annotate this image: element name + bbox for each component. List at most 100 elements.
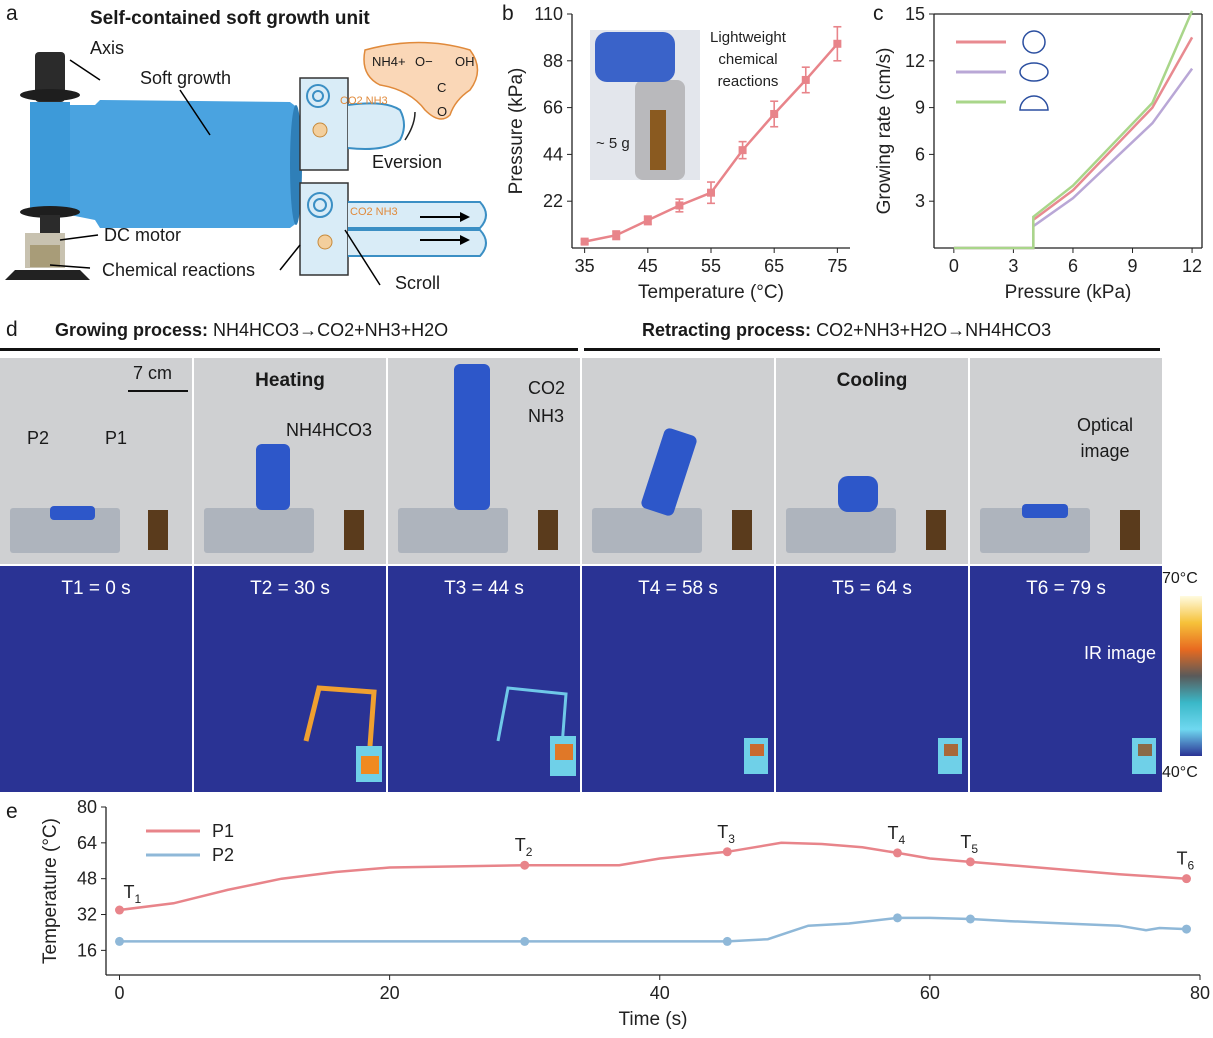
cross-section-half-circle-icon xyxy=(1019,95,1049,111)
label-nh3: NH3 xyxy=(528,406,565,426)
y-tick-label: 16 xyxy=(77,940,97,960)
time-marker-dot xyxy=(722,936,732,946)
label-p2: P2 xyxy=(27,428,50,448)
y-tick-label: 64 xyxy=(77,833,97,853)
soft-growth-tube xyxy=(70,100,298,228)
axis-shaft xyxy=(40,215,60,233)
scroll-spiral xyxy=(307,192,333,218)
label-eversion: Eversion xyxy=(372,152,443,172)
label-o: O xyxy=(437,104,448,119)
ir-time-label: T1 = 0 s xyxy=(61,578,131,599)
label-chemical-reactions: Chemical reactions xyxy=(102,260,256,280)
time-marker-dot xyxy=(115,905,125,915)
collapsed-tube xyxy=(838,476,878,512)
reaction-vial xyxy=(30,245,60,267)
x-tick-label: 35 xyxy=(575,256,595,276)
photo-frame-5: Cooling xyxy=(776,358,968,564)
inset-mass-label: ~ 5 g xyxy=(596,135,630,152)
x-axis-title: Time (s) xyxy=(619,1009,688,1030)
ir-time-label: T6 = 79 s xyxy=(1026,578,1106,599)
temperature-series-line-p2 xyxy=(119,916,1187,943)
growing-tube-short xyxy=(256,444,290,510)
scroll-membrane-bottom xyxy=(348,229,487,257)
chemical-structure-bubble xyxy=(363,41,479,120)
time-marker-label: T4 xyxy=(887,823,905,847)
axis-flange-top xyxy=(20,89,80,101)
motor-leader xyxy=(59,234,99,241)
tube-end xyxy=(290,105,302,225)
eversion-membrane xyxy=(347,102,405,150)
heating-label: Heating xyxy=(255,370,325,391)
eversion-reagent xyxy=(312,122,328,138)
spool xyxy=(30,102,70,212)
time-marker-dot xyxy=(1181,924,1191,934)
y-axis-title: Temperature (°C) xyxy=(40,818,61,964)
ir-frame-1: T1 = 0 s xyxy=(0,566,192,792)
photo-frame-1: 7 cm P2 P1 xyxy=(0,358,192,564)
ir-heat-trace xyxy=(496,686,576,776)
reactions-leader xyxy=(49,264,91,269)
label-scroll: Scroll xyxy=(395,273,441,293)
time-marker-dot xyxy=(892,848,902,858)
x-axis-title: Temperature (°C) xyxy=(638,282,784,303)
x-tick-label: 20 xyxy=(380,983,400,1003)
label-axis: Axis xyxy=(90,38,125,58)
x-tick-label: 55 xyxy=(701,256,721,276)
growing-process-header: Growing process: NH4HCO3→CO2+NH3+H2O xyxy=(55,320,448,341)
x-tick-label: 80 xyxy=(1190,983,1210,1003)
y-axis-title: Growing rate (cm/s) xyxy=(874,48,895,215)
growing-divider xyxy=(0,348,578,351)
folded-tube xyxy=(50,506,95,520)
x-axis-title: Pressure (kPa) xyxy=(1005,282,1132,303)
ir-heat-trace xyxy=(744,738,768,774)
label-c: C xyxy=(437,80,447,95)
ir-time-label: T2 = 30 s xyxy=(250,578,330,599)
data-point xyxy=(738,146,747,155)
time-marker-dot xyxy=(1181,874,1191,884)
ir-image-label: IR image xyxy=(1083,643,1157,663)
x-tick-label: 6 xyxy=(1068,256,1078,276)
x-tick-label: 65 xyxy=(764,256,784,276)
scale-bar xyxy=(128,390,188,392)
axis-leader xyxy=(69,59,101,81)
x-tick-label: 75 xyxy=(827,256,847,276)
x-tick-label: 60 xyxy=(920,983,940,1003)
data-point xyxy=(675,201,684,210)
y-tick-label: 80 xyxy=(77,797,97,817)
cooling-label: Cooling xyxy=(836,370,908,391)
retracting-tube xyxy=(639,426,699,518)
ir-frame-2: T2 = 30 s xyxy=(194,566,386,792)
x-tick-label: 0 xyxy=(949,256,959,276)
growth-series-line xyxy=(953,10,1194,250)
label-nh4hco3: NH4HCO3 xyxy=(286,420,373,440)
growing-process-title: Growing process: xyxy=(55,320,209,340)
colorbar-max-label: 70°C xyxy=(1162,570,1198,587)
x-tick-label: 40 xyxy=(650,983,670,1003)
ir-time-label: T4 = 58 s xyxy=(638,578,718,599)
time-marker-dot xyxy=(892,913,902,923)
panel-letter-a: a xyxy=(6,2,18,25)
growing-tube-tall xyxy=(454,364,490,510)
y-tick-label: 22 xyxy=(543,191,563,211)
label-nh4: NH4+ xyxy=(372,54,406,69)
panel-letter-c: c xyxy=(873,2,884,25)
ir-frame-6: T6 = 79 s IR image xyxy=(970,566,1162,792)
x-tick-label: 12 xyxy=(1182,256,1202,276)
panel-letter-b: b xyxy=(502,2,514,25)
retracting-process-header: Retracting process: CO2+NH3+H2O→NH4HCO3 xyxy=(642,320,1051,341)
ir-heat-trace xyxy=(303,685,382,782)
growing-process-equation: NH4HCO3→CO2+NH3+H2O xyxy=(213,320,449,340)
ir-time-label: T3 = 44 s xyxy=(444,578,524,599)
ir-heat-trace xyxy=(938,738,962,774)
y-tick-label: 32 xyxy=(77,905,97,925)
time-marker-dot xyxy=(115,936,125,946)
photo-frame-3: CO2 NH3 xyxy=(388,358,580,564)
inset-caption-line: Lightweight xyxy=(710,29,787,46)
photo-frame-2: Heating NH4HCO3 xyxy=(194,358,386,564)
label-p1: P1 xyxy=(105,428,128,448)
retracting-process-equation: CO2+NH3+H2O→NH4HCO3 xyxy=(816,320,1052,340)
label-co2-nh3-eversion: CO2 NH3 xyxy=(340,95,388,107)
x-tick-label: 9 xyxy=(1128,256,1138,276)
inset-caption-line: reactions xyxy=(718,73,779,90)
